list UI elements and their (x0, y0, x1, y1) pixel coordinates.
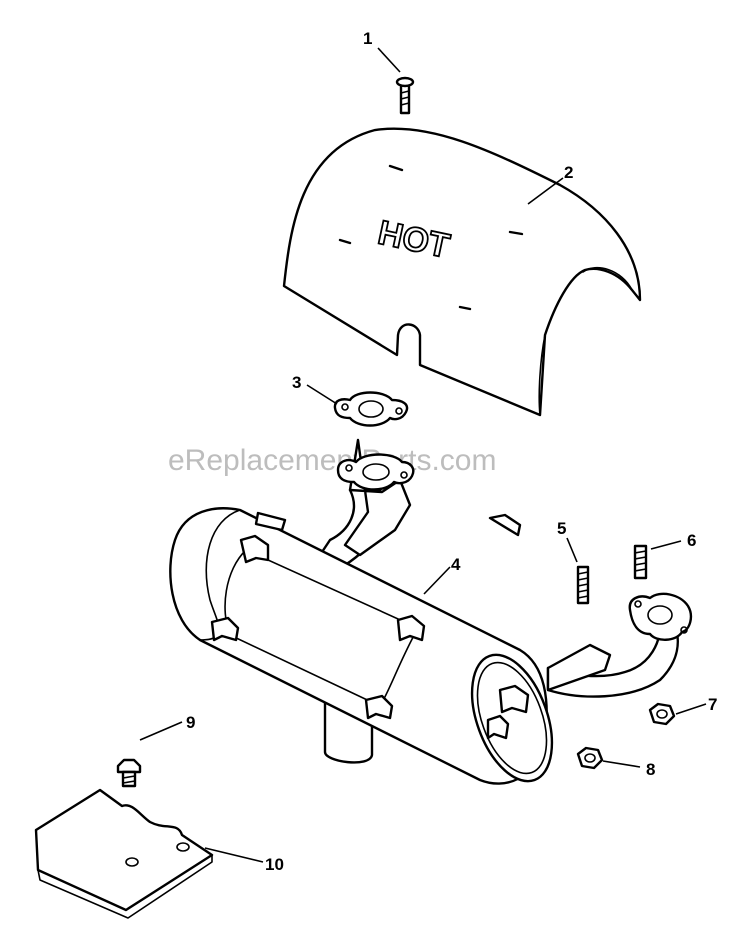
part-1-screw (395, 76, 415, 115)
part-3-gasket (333, 391, 409, 427)
callout-6: 6 (687, 531, 696, 550)
leader-lines (139, 47, 707, 863)
callout-3: 3 (292, 373, 301, 392)
callout-9: 9 (186, 713, 195, 732)
callout-2: 2 (564, 163, 573, 182)
part-10-plate (34, 788, 214, 919)
part-9-bolt (116, 758, 142, 788)
callout-1: 1 (363, 29, 372, 48)
watermark: eReplacementParts.com (168, 444, 496, 477)
callout-5: 5 (557, 519, 566, 538)
callout-8: 8 (646, 760, 655, 779)
part-2-heat-shield: HOT (282, 127, 642, 417)
part-6-stud (633, 544, 648, 580)
part-8-nut (576, 746, 604, 770)
part-4-muffler (169, 438, 693, 785)
callout-labels: 1 2 3 4 5 6 7 8 9 10 (186, 29, 717, 874)
part-5-stud (576, 565, 590, 605)
callout-4: 4 (451, 555, 461, 574)
part-7-nut (648, 702, 676, 726)
callout-10: 10 (265, 855, 284, 874)
callout-7: 7 (708, 695, 717, 714)
